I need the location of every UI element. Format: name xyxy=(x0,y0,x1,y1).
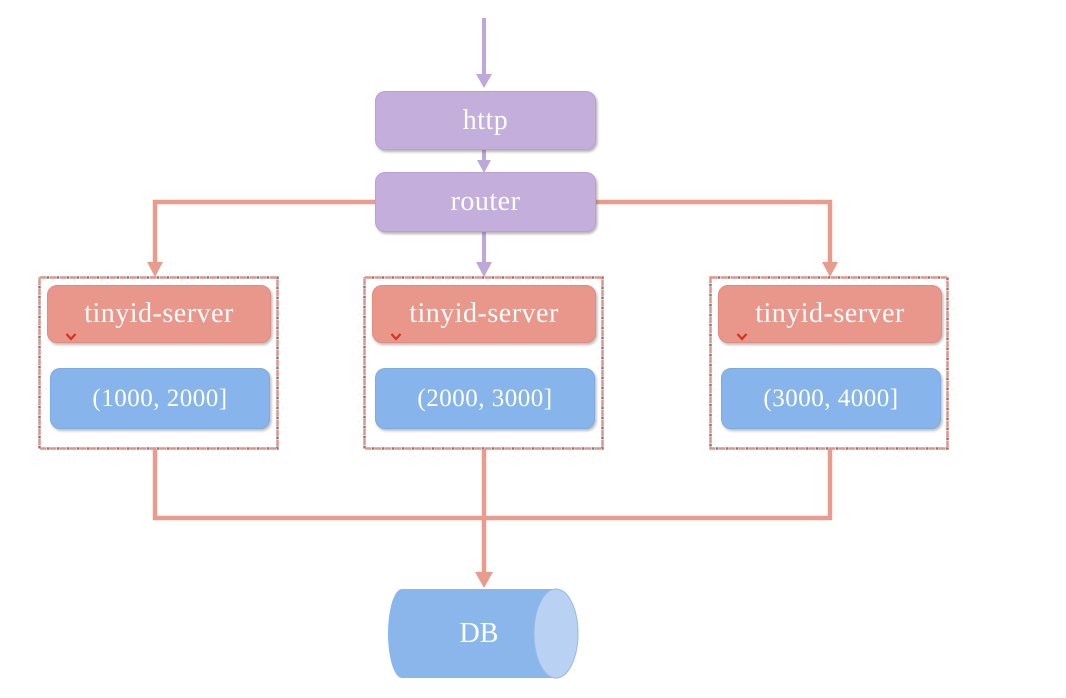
server-group-border-2 xyxy=(363,276,604,450)
router-node-label: router xyxy=(450,186,521,217)
db-cylinder xyxy=(388,588,579,679)
tinyid-server-node-3[interactable]: tinyid-server xyxy=(718,285,942,343)
tinyid-server-label: tinyid-server xyxy=(755,298,905,329)
arrow-router-to-middle-server xyxy=(476,231,492,277)
tinyid-server-node-2[interactable]: tinyid-server xyxy=(372,285,596,343)
http-node[interactable]: http xyxy=(375,91,596,150)
id-range-label: (2000, 3000] xyxy=(417,384,553,412)
spellcheck-mark-icon xyxy=(736,333,748,341)
arrow-http-to-router xyxy=(477,149,491,173)
id-range-label: (1000, 2000] xyxy=(92,384,228,412)
spellcheck-mark-icon xyxy=(65,333,77,341)
id-range-node-1[interactable]: (1000, 2000] xyxy=(50,368,270,429)
arrow-into-http xyxy=(476,18,492,88)
tinyid-server-label: tinyid-server xyxy=(409,298,559,329)
tinyid-server-node-1[interactable]: tinyid-server xyxy=(47,285,271,343)
router-node[interactable]: router xyxy=(375,172,596,232)
servers-to-db-connector xyxy=(152,449,833,588)
id-range-node-2[interactable]: (2000, 3000] xyxy=(375,368,595,429)
db-label-text: DB xyxy=(459,617,499,649)
server-group-border-1 xyxy=(38,276,279,450)
http-node-label: http xyxy=(462,104,509,136)
server-group-border-3 xyxy=(709,276,949,450)
id-range-node-3[interactable]: (3000, 4000] xyxy=(721,368,941,429)
db-node-label: DB xyxy=(402,589,556,678)
id-range-label: (3000, 4000] xyxy=(763,384,899,412)
tinyid-server-label: tinyid-server xyxy=(84,298,234,329)
spellcheck-mark-icon xyxy=(390,333,402,341)
